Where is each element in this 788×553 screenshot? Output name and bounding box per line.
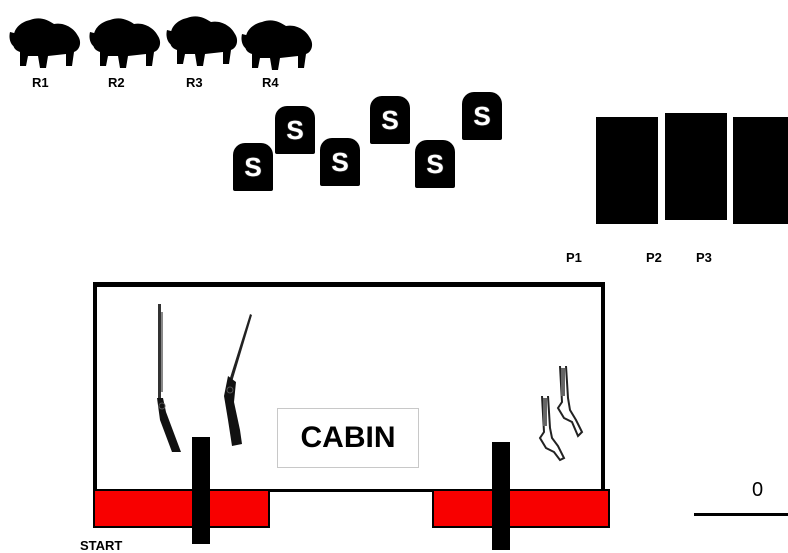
pistol-target-p2 xyxy=(665,113,727,220)
pistol-target-p1 xyxy=(596,117,658,224)
rifle-icon xyxy=(224,314,252,446)
cabin-label: CABIN xyxy=(277,408,419,468)
pistol-target-label-p1: P1 xyxy=(566,250,582,265)
pistol-target-label-p2: P2 xyxy=(646,250,662,265)
tombstone-icon: S xyxy=(233,143,273,191)
start-label: START xyxy=(80,538,123,553)
rifle-target-label-r2: R2 xyxy=(108,75,125,90)
buffalo-icon xyxy=(241,20,313,70)
rifle-target-label-r4: R4 xyxy=(262,75,279,90)
marker-line xyxy=(694,513,788,516)
left-post xyxy=(192,437,210,544)
pistol-target-p3 xyxy=(733,117,788,224)
buffalo-icon xyxy=(166,16,238,66)
pistol-target-label-p3: P3 xyxy=(696,250,712,265)
buffalo-icon xyxy=(9,18,81,68)
cabin-frame xyxy=(93,282,605,490)
tombstone-icon: S xyxy=(462,92,502,140)
right-post xyxy=(492,442,510,550)
position-marker: 0 xyxy=(752,479,764,501)
tombstone-icon: S xyxy=(275,106,315,154)
rifle-target-label-r1: R1 xyxy=(32,75,49,90)
right-table xyxy=(432,489,610,528)
tombstone-icon: S xyxy=(370,96,410,144)
tombstone-icon: S xyxy=(415,140,455,188)
cabin-floor-line xyxy=(266,489,460,492)
pistol-icon xyxy=(538,365,584,462)
tombstone-icon: S xyxy=(320,138,360,186)
buffalo-icon xyxy=(89,18,161,68)
left-table xyxy=(93,489,270,528)
rifle-target-label-r3: R3 xyxy=(186,75,203,90)
rifle-icon xyxy=(157,304,181,452)
